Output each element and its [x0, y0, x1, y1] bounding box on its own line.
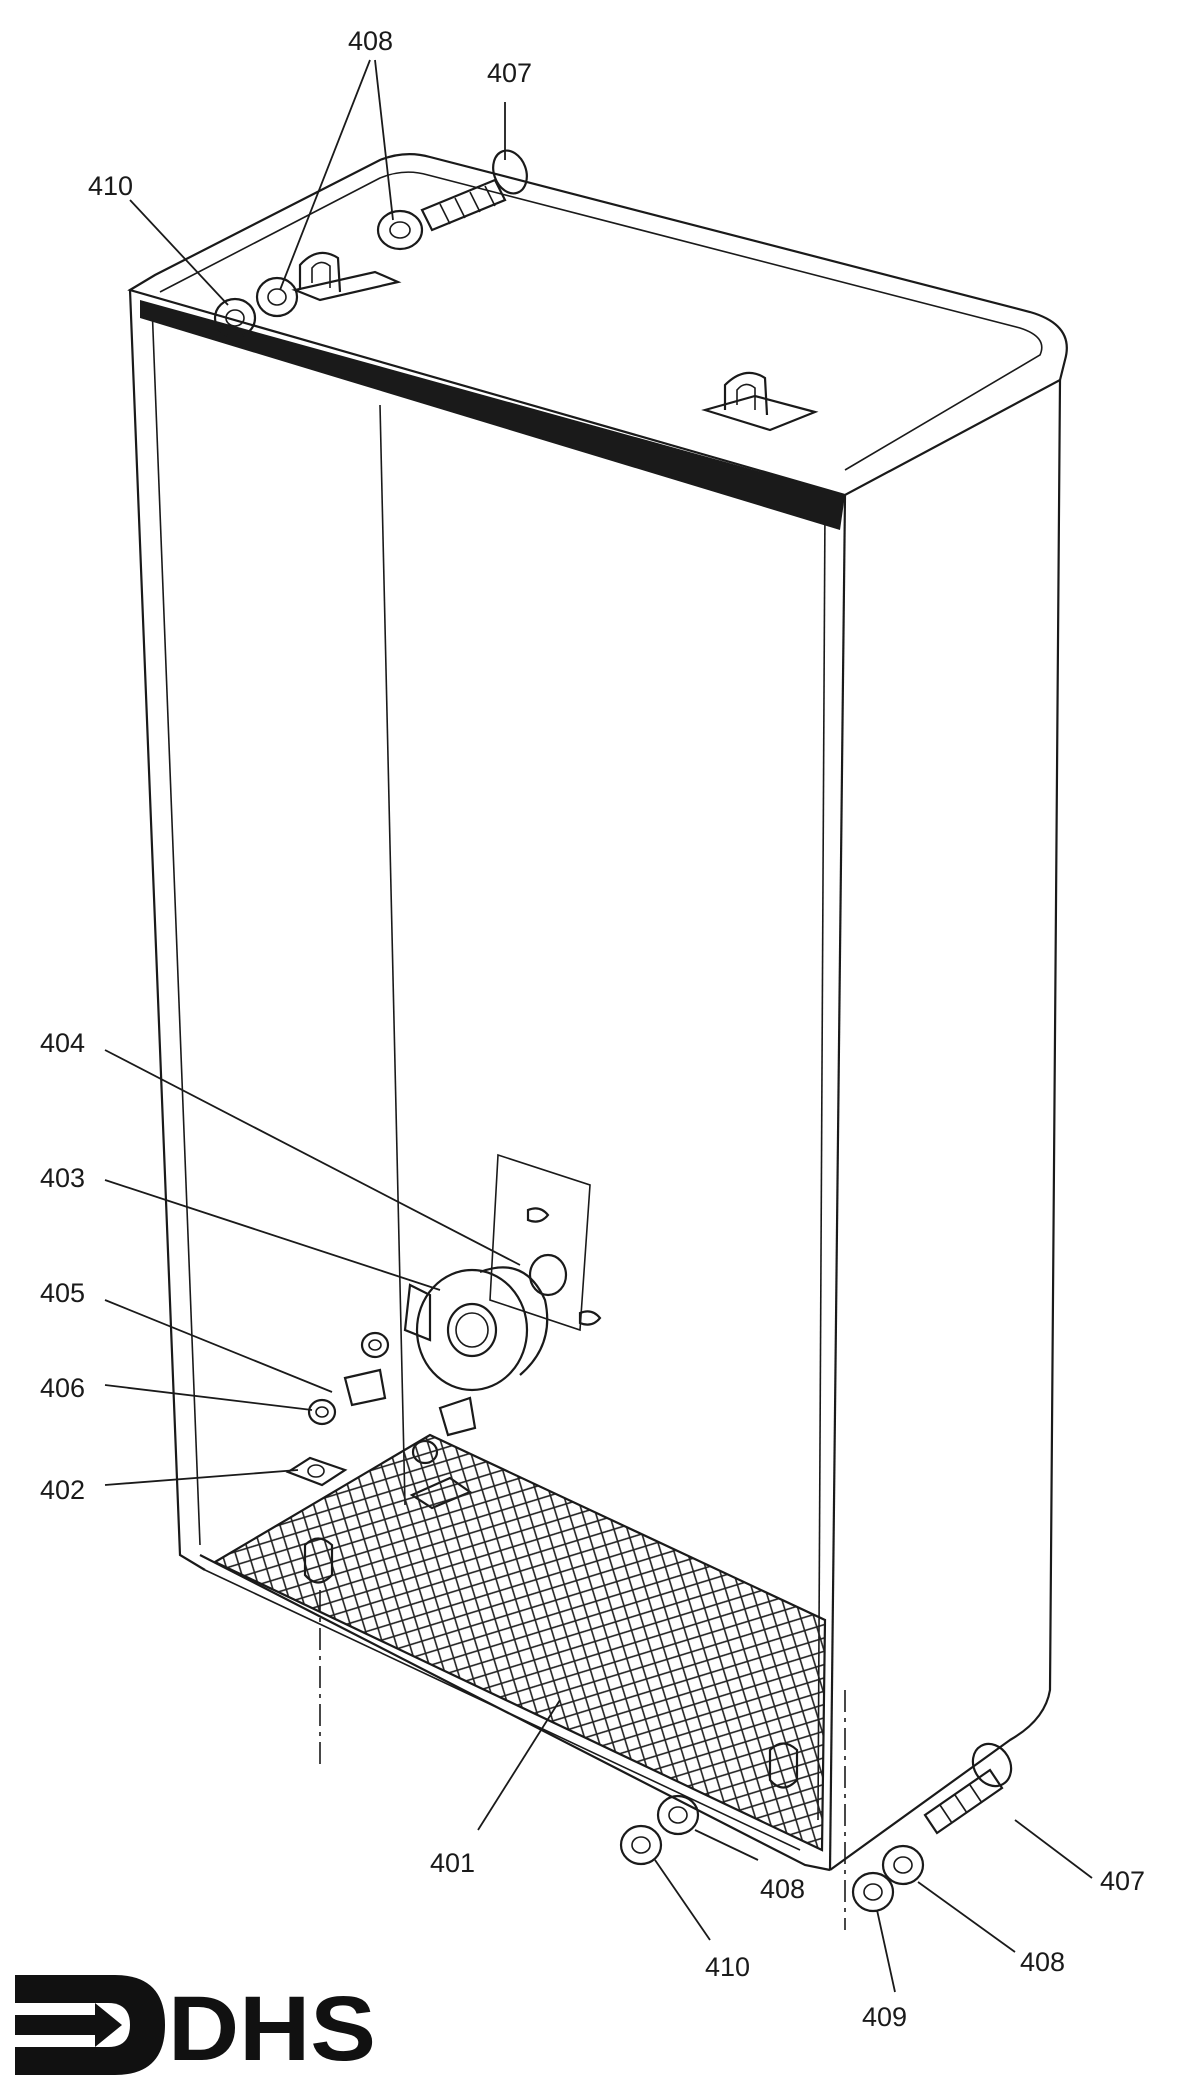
label-407-bottom: 407: [1100, 1866, 1145, 1896]
label-401: 401: [430, 1848, 475, 1878]
label-404: 404: [40, 1028, 85, 1058]
label-409: 409: [862, 2002, 907, 2032]
grommet-assembly: [360, 1207, 602, 1392]
top-bracket-right: [701, 371, 819, 432]
label-402: 402: [40, 1475, 85, 1505]
label-408-bottom-left: 408: [760, 1874, 805, 1904]
arrow-right-icon: [15, 1975, 165, 2075]
label-410-top: 410: [88, 171, 133, 201]
label-403: 403: [40, 1163, 85, 1193]
label-407-top: 407: [487, 58, 532, 88]
top-washers: [213, 209, 424, 339]
top-screw: [420, 149, 528, 232]
label-405: 405: [40, 1278, 85, 1308]
label-406: 406: [40, 1373, 85, 1403]
label-410-bottom: 410: [705, 1952, 750, 1982]
callout-labels: 408 407 410 404 403 405 406 402 401 408 …: [40, 26, 1145, 2032]
label-408-top: 408: [348, 26, 393, 56]
bottom-screw: [923, 1742, 1013, 1835]
dhs-logo: DHS: [15, 1975, 376, 2080]
leader-lines: [104, 59, 1093, 1993]
cabinet: [127, 153, 1068, 1872]
bottom-washers: [619, 1794, 925, 1913]
top-bracket-left: [291, 251, 402, 302]
mesh-floor: [212, 1433, 827, 1852]
logo-text: DHS: [168, 1978, 376, 2080]
label-408-bottom-right: 408: [1020, 1947, 1065, 1977]
